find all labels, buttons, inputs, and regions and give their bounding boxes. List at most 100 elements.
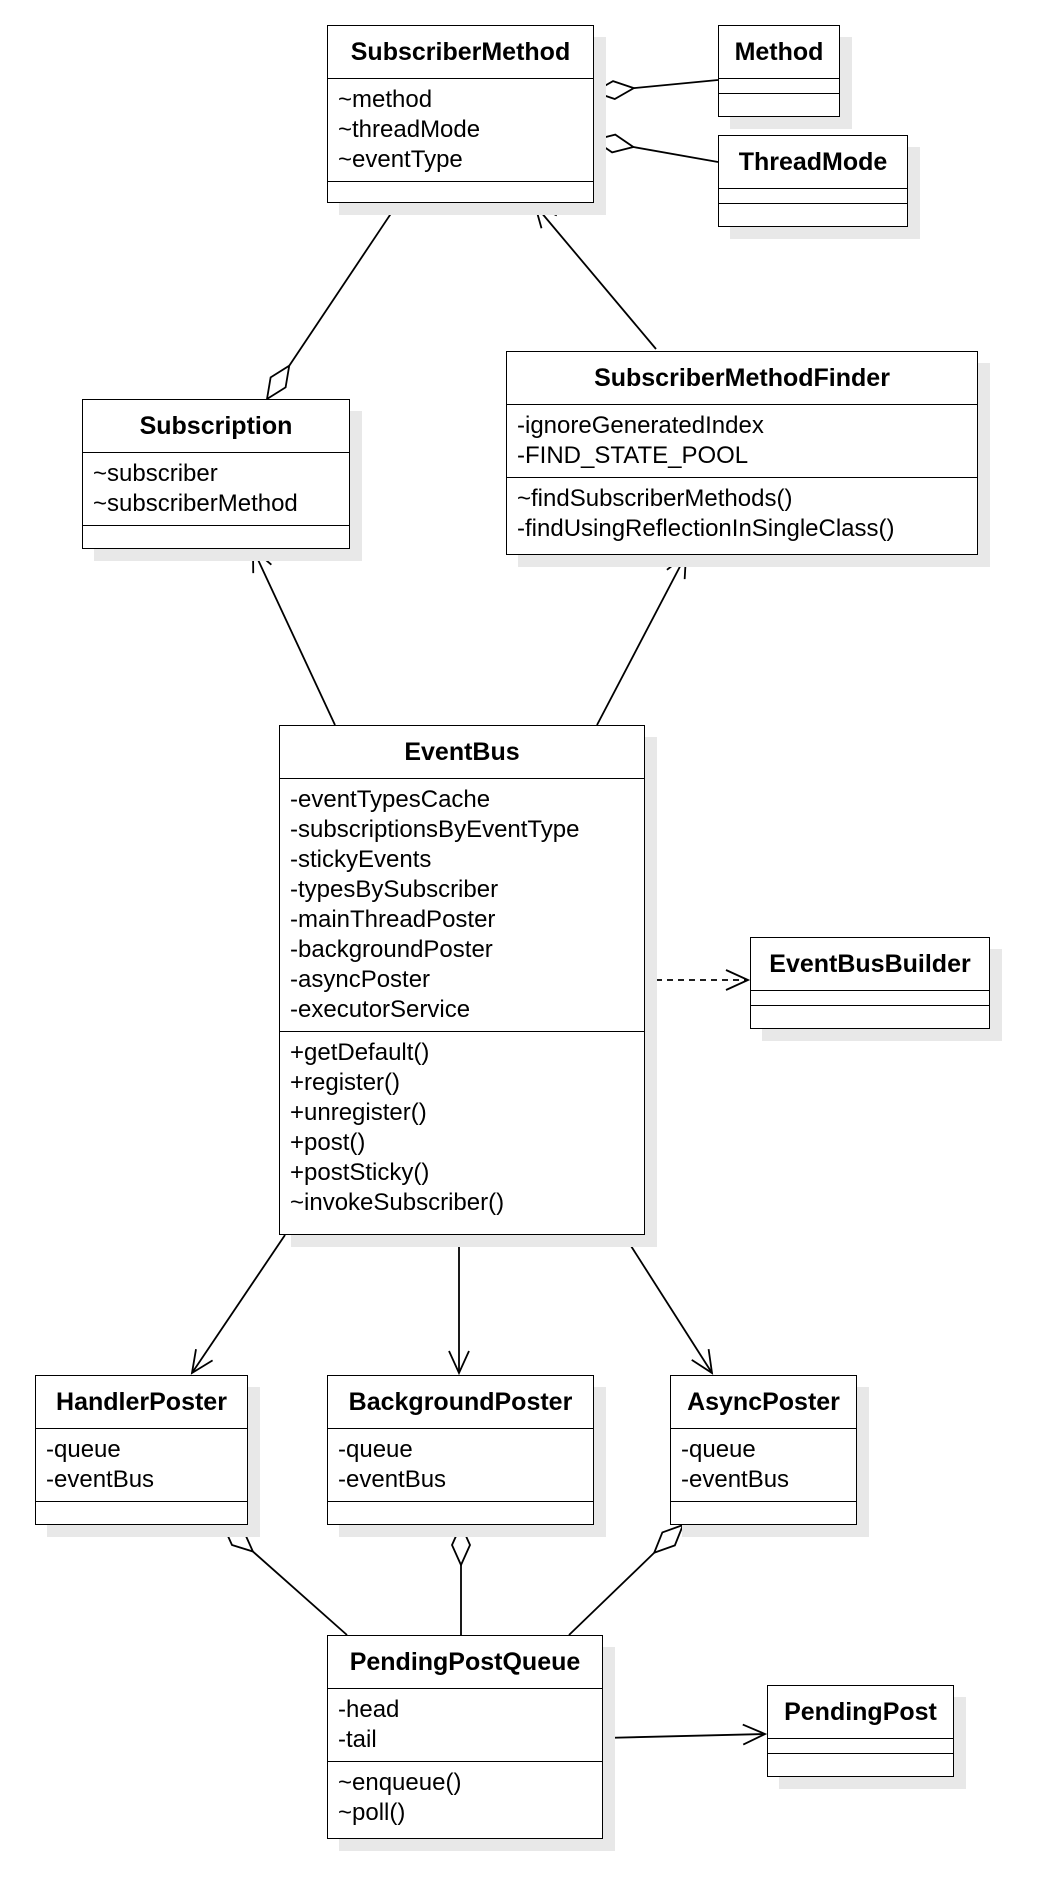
operation: +register()	[290, 1069, 401, 1096]
operation: +postSticky()	[290, 1159, 430, 1186]
attributes-compartment	[751, 991, 989, 1006]
aggregation-diamond	[221, 1523, 255, 1553]
class-pending-post[interactable]: PendingPost	[767, 1685, 954, 1777]
class-async-poster[interactable]: AsyncPoster -queue -eventBus	[670, 1375, 857, 1525]
class-thread-mode[interactable]: ThreadMode	[718, 135, 908, 227]
edge-pending-post-queue-pending-post	[602, 1723, 768, 1746]
class-name: EventBus	[280, 726, 644, 779]
class-background-poster[interactable]: BackgroundPoster -queue -eventBus	[327, 1375, 594, 1525]
edge-handler-poster-pending-post-queue	[221, 1523, 348, 1636]
class-subscriber-method-finder[interactable]: SubscriberMethodFinder -ignoreGeneratedI…	[506, 351, 978, 555]
attribute: ~threadMode	[338, 116, 481, 143]
arrowhead	[742, 1723, 768, 1746]
attribute: -asyncPoster	[290, 966, 431, 993]
class-name: PendingPostQueue	[328, 1636, 602, 1689]
edge-line	[633, 79, 719, 90]
attribute: -queue	[338, 1436, 413, 1463]
class-subscriber-method[interactable]: SubscriberMethod ~method ~threadMode ~ev…	[327, 25, 594, 203]
arrowhead	[533, 203, 558, 229]
operations-compartment: +getDefault() +register() +unregister() …	[280, 1032, 644, 1224]
attribute: -FIND_STATE_POOL	[517, 442, 749, 469]
attribute: -ignoreGeneratedIndex	[517, 412, 764, 439]
class-pending-post-queue[interactable]: PendingPostQueue -head -tail ~enqueue() …	[327, 1635, 603, 1839]
aggregation-diamond	[265, 363, 291, 401]
operations-compartment	[36, 1502, 247, 1516]
aggregation-diamond	[451, 1522, 471, 1568]
aggregation-diamond	[652, 1523, 685, 1555]
class-name: SubscriberMethod	[328, 26, 593, 79]
attributes-compartment: -queue -eventBus	[671, 1429, 856, 1502]
attribute: -mainThreadPoster	[290, 906, 496, 933]
attribute: -executorService	[290, 996, 471, 1023]
edge-async-poster-pending-post-queue	[568, 1523, 685, 1636]
attributes-compartment: -queue -eventBus	[36, 1429, 247, 1502]
operations-compartment	[671, 1502, 856, 1516]
class-name: HandlerPoster	[36, 1376, 247, 1429]
attributes-compartment	[719, 79, 839, 94]
class-event-bus[interactable]: EventBus -eventTypesCache -subscriptions…	[279, 725, 645, 1235]
edge-line	[534, 204, 657, 350]
edge-subscription-subscriber-method	[265, 202, 399, 401]
operations-compartment	[83, 526, 349, 540]
edge-line	[252, 548, 336, 726]
edge-line	[568, 1552, 655, 1636]
edge-subscriber-method-method	[591, 79, 719, 101]
edge-event-bus-handler-poster	[190, 1234, 286, 1375]
attribute: -eventBus	[338, 1466, 447, 1493]
class-name: AsyncPoster	[671, 1376, 856, 1429]
arrowhead	[252, 547, 272, 574]
attribute: -backgroundPoster	[290, 936, 493, 963]
operation: +unregister()	[290, 1099, 427, 1126]
operations-compartment: ~findSubscriberMethods() -findUsingRefle…	[507, 478, 977, 550]
edge-line	[623, 1234, 713, 1374]
attribute: ~eventType	[338, 146, 463, 173]
operation: ~poll()	[338, 1799, 406, 1826]
class-name: Subscription	[83, 400, 349, 453]
operation: +getDefault()	[290, 1039, 430, 1066]
operations-compartment	[328, 182, 593, 196]
attribute: -tail	[338, 1726, 377, 1753]
class-handler-poster[interactable]: HandlerPoster -queue -eventBus	[35, 1375, 248, 1525]
class-name: Method	[719, 26, 839, 79]
class-name: BackgroundPoster	[328, 1376, 593, 1429]
class-name: PendingPost	[768, 1686, 953, 1739]
arrowhead	[190, 1349, 214, 1375]
operation: +post()	[290, 1129, 366, 1156]
operations-compartment	[719, 94, 839, 108]
attributes-compartment	[719, 189, 907, 204]
class-subscription[interactable]: Subscription ~subscriber ~subscriberMeth…	[82, 399, 350, 549]
class-name: EventBusBuilder	[751, 938, 989, 991]
class-name: SubscriberMethodFinder	[507, 352, 977, 405]
edge-event-bus-subscription	[252, 547, 336, 726]
attribute: ~method	[338, 86, 433, 113]
edge-subscriber-method-thread-mode	[591, 133, 719, 163]
operation: ~findSubscriberMethods()	[517, 485, 793, 512]
arrowhead	[691, 1348, 714, 1375]
attributes-compartment: -queue -eventBus	[328, 1429, 593, 1502]
operation: -findUsingReflectionInSingleClass()	[517, 515, 895, 542]
edge-event-bus-event-bus-builder	[645, 969, 751, 991]
attributes-compartment: -ignoreGeneratedIndex -FIND_STATE_POOL	[507, 405, 977, 478]
class-method[interactable]: Method	[718, 25, 840, 117]
attribute: -typesBySubscriber	[290, 876, 499, 903]
operations-compartment	[328, 1502, 593, 1516]
attribute: -queue	[46, 1436, 121, 1463]
operations-compartment: ~enqueue() ~poll()	[328, 1762, 602, 1834]
class-event-bus-builder[interactable]: EventBusBuilder	[750, 937, 990, 1029]
edge-line	[191, 1234, 286, 1374]
edge-finder-subscriber-method	[533, 203, 657, 350]
edge-line	[602, 1733, 766, 1739]
edge-background-poster-pending-post-queue	[451, 1522, 471, 1635]
aggregation-diamond	[591, 80, 636, 101]
attributes-compartment: -head -tail	[328, 1689, 602, 1762]
edge-event-bus-background-poster	[448, 1235, 470, 1376]
attribute: -eventBus	[46, 1466, 155, 1493]
attribute: -eventTypesCache	[290, 786, 491, 813]
operations-compartment	[751, 1006, 989, 1020]
attribute: -subscriptionsByEventType	[290, 816, 580, 843]
attribute: -queue	[681, 1436, 756, 1463]
edge-line	[633, 146, 719, 163]
edge-event-bus-finder	[596, 553, 688, 726]
operations-compartment	[719, 204, 907, 218]
